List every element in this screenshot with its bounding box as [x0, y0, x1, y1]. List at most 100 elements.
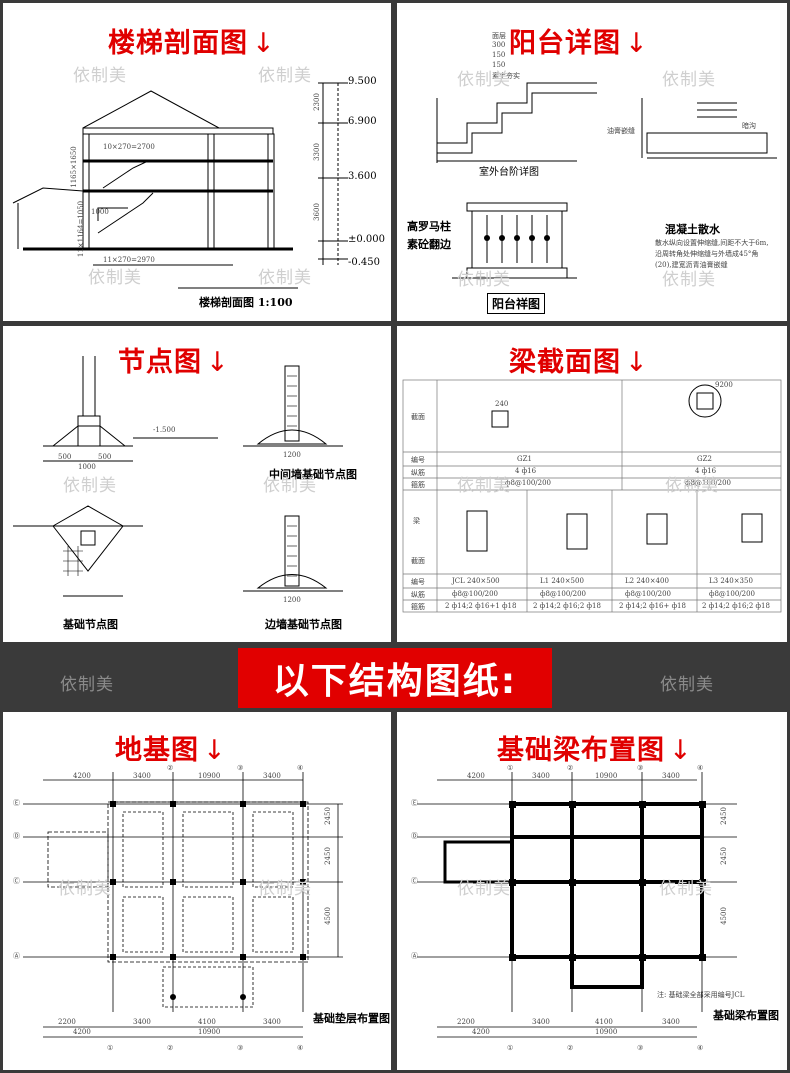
- gz-stirrup: ф8@100/200: [685, 479, 732, 487]
- down-arrow-icon: ↓: [669, 735, 693, 766]
- bottom-dim: 4100: [595, 1018, 613, 1026]
- table-header: 截面: [411, 413, 425, 421]
- drawing-caption: 基础节点图: [63, 618, 118, 631]
- top-dim: 3400: [662, 772, 680, 780]
- axis-bottom: ③: [637, 1044, 644, 1052]
- beam-number: JCL 240×500: [452, 577, 500, 585]
- layer-label: 150: [492, 61, 506, 69]
- beam-note: 注: 基础梁全部采用编号JCL: [657, 991, 745, 999]
- beam-bar: 2 ф14;2 ф16;2 ф18: [702, 602, 770, 610]
- note-line: 沿周转角处伸缩缝与外墙成45°角: [655, 250, 759, 258]
- drawing-caption: 基础梁布置图: [713, 1009, 779, 1022]
- panel-node-detail: 节点图↓ 500 500 1000 -1.500 中间墙基础节: [3, 326, 391, 642]
- watermark: 依制美: [659, 879, 713, 899]
- table-header: 纵筋: [411, 469, 425, 477]
- drawing-caption: 中间墙基础节点图: [269, 468, 357, 481]
- table-header: 纵筋: [411, 591, 425, 599]
- dim-label: -1.500: [153, 426, 176, 434]
- down-arrow-icon: ↓: [206, 347, 230, 378]
- note-line: 散水纵向设置伸缩缝,间距不大于6m,: [655, 239, 769, 247]
- table-header: 编号: [411, 578, 425, 586]
- section-banner: 以下结构图纸:: [238, 648, 552, 708]
- gz-bar: 4 ф16: [515, 467, 537, 475]
- bottom-dim: 4100: [198, 1018, 216, 1026]
- level-label: 3.600: [348, 171, 377, 182]
- axis-bottom: ④: [697, 1044, 704, 1052]
- dim-label: 1200: [283, 596, 301, 604]
- watermark: 依制美: [457, 476, 511, 496]
- panel-title: 地基图↓: [115, 735, 227, 766]
- panel-foundation-plan: 地基图↓: [3, 712, 391, 1070]
- watermark: 依制美: [58, 879, 112, 899]
- stair-note: 11×270=2970: [103, 256, 155, 264]
- axis-left: Ⓔ: [13, 799, 20, 807]
- axis-left: Ⓒ: [411, 877, 418, 885]
- watermark: 依制美: [73, 66, 127, 86]
- drawing-caption: 基础垫层布置图: [313, 1012, 390, 1025]
- table-header: 截面: [411, 557, 425, 565]
- side-dim: 4500: [719, 907, 728, 925]
- panel-foundation-beam-plan: 基础梁布置图 ↓: [397, 712, 787, 1070]
- detail-label: 油膏嵌缝: [607, 127, 635, 135]
- down-arrow-icon: ↓: [252, 28, 276, 59]
- beam-number: L2 240×400: [625, 577, 669, 585]
- top-dim: 10900: [198, 772, 221, 780]
- axis-bottom: ①: [507, 1044, 514, 1052]
- bottom-dim: 3400: [532, 1018, 550, 1026]
- edge-label: 素砼翻边: [407, 238, 451, 251]
- watermark: 依制美: [457, 70, 511, 90]
- axis-left: Ⓐ: [411, 952, 418, 960]
- axis-top: ①: [507, 764, 514, 772]
- side-dim: 2450: [323, 847, 332, 865]
- panel-balcony-detail: 阳台详图↓ 面层 300 150 150 素土夯实 室外台阶详图: [397, 3, 787, 321]
- watermark: 依制美: [662, 70, 716, 90]
- panel-title: 梁截面图↓: [509, 347, 649, 378]
- dim-label: 1200: [283, 451, 301, 459]
- side-dim: 2450: [323, 807, 332, 825]
- axis-bottom: ②: [567, 1044, 574, 1052]
- watermark: 依制美: [258, 268, 312, 288]
- dim-label: 500: [58, 453, 72, 461]
- beam-stirrup: ф8@100/200: [709, 590, 756, 598]
- top-dim: 4200: [467, 772, 485, 780]
- bottom-total: 4200: [73, 1028, 91, 1036]
- detail-label: 暗沟: [742, 122, 756, 130]
- watermark: 依制美: [665, 476, 719, 496]
- stair-note: 11×1164=1050: [77, 200, 86, 258]
- dim-label: 3300: [312, 143, 321, 161]
- table-header: 编号: [411, 456, 425, 464]
- watermark: 依制美: [63, 476, 117, 496]
- axis-bottom: ②: [167, 1044, 174, 1052]
- bottom-total: 4200: [472, 1028, 490, 1036]
- axis-bottom: ③: [237, 1044, 244, 1052]
- drawing-caption: 楼梯剖面图 1:100: [199, 296, 293, 309]
- drawing-caption: 边墙基础节点图: [265, 618, 342, 631]
- bottom-dim: 2200: [58, 1018, 76, 1026]
- axis-left: Ⓐ: [13, 952, 20, 960]
- panel-title: 基础梁布置图↓: [497, 735, 693, 766]
- axis-left: Ⓓ: [13, 832, 20, 840]
- watermark: 依制美: [258, 66, 312, 86]
- watermark: 依制美: [60, 675, 114, 695]
- watermark: 依制美: [660, 675, 714, 695]
- table-header: 箍筋: [411, 481, 425, 489]
- gz-bar: 4 ф16: [695, 467, 717, 475]
- beam-bar: 2 ф14;2 ф16+1 ф18: [445, 602, 517, 610]
- watermark: 依制美: [457, 879, 511, 899]
- side-dim: 2450: [719, 807, 728, 825]
- gz-number: GZ2: [697, 455, 712, 463]
- down-arrow-icon: ↓: [203, 735, 227, 766]
- watermark: 依制美: [263, 476, 317, 496]
- balcony-drawing: [436, 82, 777, 279]
- layer-label: 素土夯实: [492, 72, 520, 80]
- watermark: 依制美: [258, 879, 312, 899]
- level-label: 9.500: [348, 76, 377, 87]
- table-header: 箍筋: [411, 603, 425, 611]
- gz-number: GZ1: [517, 455, 532, 463]
- dim-label: 500: [98, 453, 112, 461]
- axis-top: ④: [697, 764, 704, 772]
- axis-top: ③: [237, 764, 244, 772]
- node-drawing: [13, 356, 343, 597]
- beam-plan-drawing: [417, 772, 737, 1038]
- panel-title: 楼梯剖面图↓: [108, 28, 276, 59]
